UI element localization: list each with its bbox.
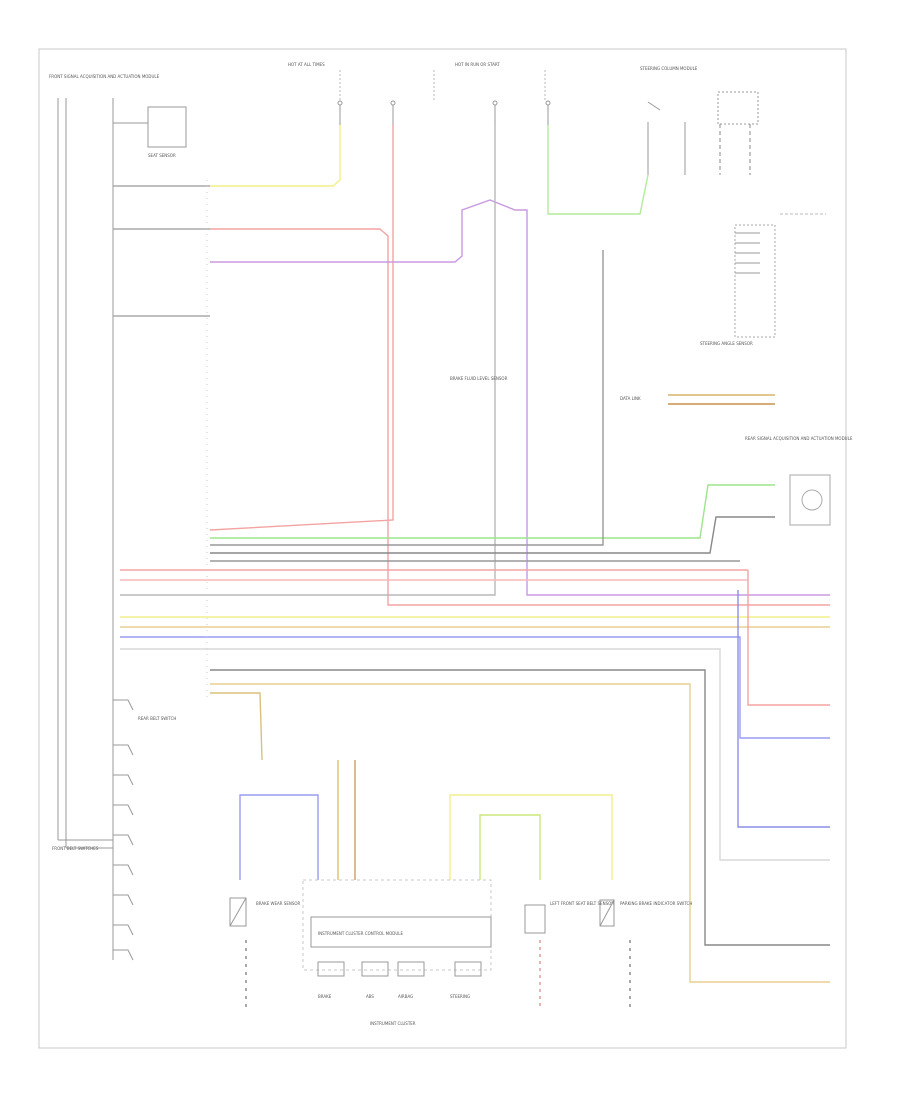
wire-green [547, 125, 649, 215]
brake-wear-sensor: BRAKE WEAR SENSOR [229, 897, 301, 1010]
gauge-airbag: AIRBAG [398, 994, 413, 999]
parking-brake-switch: PARKING BRAKE INDICATOR SWITCH [599, 899, 692, 1010]
rear-sam-label: REAR SIGNAL ACQUISITION AND ACTUATION MO… [745, 436, 853, 441]
diagram-frame [38, 48, 847, 1049]
steering-angle-sensor-label: STEERING ANGLE SENSOR [700, 341, 753, 346]
left-front-belt-sensor: LEFT FRONT SEAT BELT SENSOR [524, 901, 614, 1010]
steering-angle-sensor: STEERING ANGLE SENSOR [700, 213, 826, 346]
front-sam-label: FRONT SIGNAL ACQUISITION AND ACTUATION M… [49, 74, 160, 79]
steering-column-module-label: STEERING COLUMN MODULE [640, 66, 698, 71]
wire-grey-center [120, 125, 496, 596]
brake-fluid-sensor-label: BRAKE FLUID LEVEL SENSOR [450, 376, 508, 381]
data-link-label: DATA LINK [620, 396, 641, 401]
gauge-steering: STEERING [450, 994, 470, 999]
rear-belt-switch-label: REAR BELT SWITCH [138, 716, 176, 721]
wires [113, 125, 830, 983]
wire-red [210, 228, 830, 606]
hot-in-run-label: HOT IN RUN OR START [455, 62, 500, 67]
front-belt-switches-label: FRONT BELT SWITCHES [52, 846, 99, 851]
wire-grey-steer [210, 250, 604, 546]
front-belt-switches: REAR BELT SWITCH FRONT BELT SWITCHES [52, 699, 176, 961]
parking-brake-switch-label: PARKING BRAKE INDICATOR SWITCH [620, 901, 692, 906]
front-sam-module: FRONT SIGNAL ACQUISITION AND ACTUATION M… [49, 74, 160, 960]
icc-module-label: INSTRUMENT CLUSTER CONTROL MODULE [318, 931, 403, 936]
power-feeds: HOT AT ALL TIMES HOT IN RUN OR START [288, 62, 551, 125]
data-link-connector: DATA LINK [620, 394, 775, 405]
gauge-brake: BRAKE [318, 994, 332, 999]
instrument-cluster: INSTRUMENT CLUSTER CONTROL MODULE BRAKE … [302, 879, 492, 1026]
left-front-belt-sensor-label: LEFT FRONT SEAT BELT SENSOR [550, 901, 614, 906]
wire-yellow [210, 125, 341, 187]
wire-green-2 [210, 484, 775, 539]
seat-sensor-label: SEAT SENSOR [148, 153, 176, 158]
steering-column-module: STEERING COLUMN MODULE [640, 66, 759, 175]
brake-fluid-level-sensor: BRAKE FLUID LEVEL SENSOR [450, 376, 508, 381]
wire-red-2 [209, 125, 394, 531]
wire-purple [210, 199, 830, 596]
seat-sensor: SEAT SENSOR [113, 106, 187, 158]
rear-sam: REAR SIGNAL ACQUISITION AND ACTUATION MO… [745, 436, 853, 526]
brake-wear-sensor-label: BRAKE WEAR SENSOR [256, 901, 301, 906]
hot-at-all-times-label: HOT AT ALL TIMES [288, 62, 325, 67]
instrument-cluster-label: INSTRUMENT CLUSTER [370, 1021, 416, 1026]
wire-dark-steer [210, 516, 775, 554]
gauge-abs: ABS [366, 994, 374, 999]
